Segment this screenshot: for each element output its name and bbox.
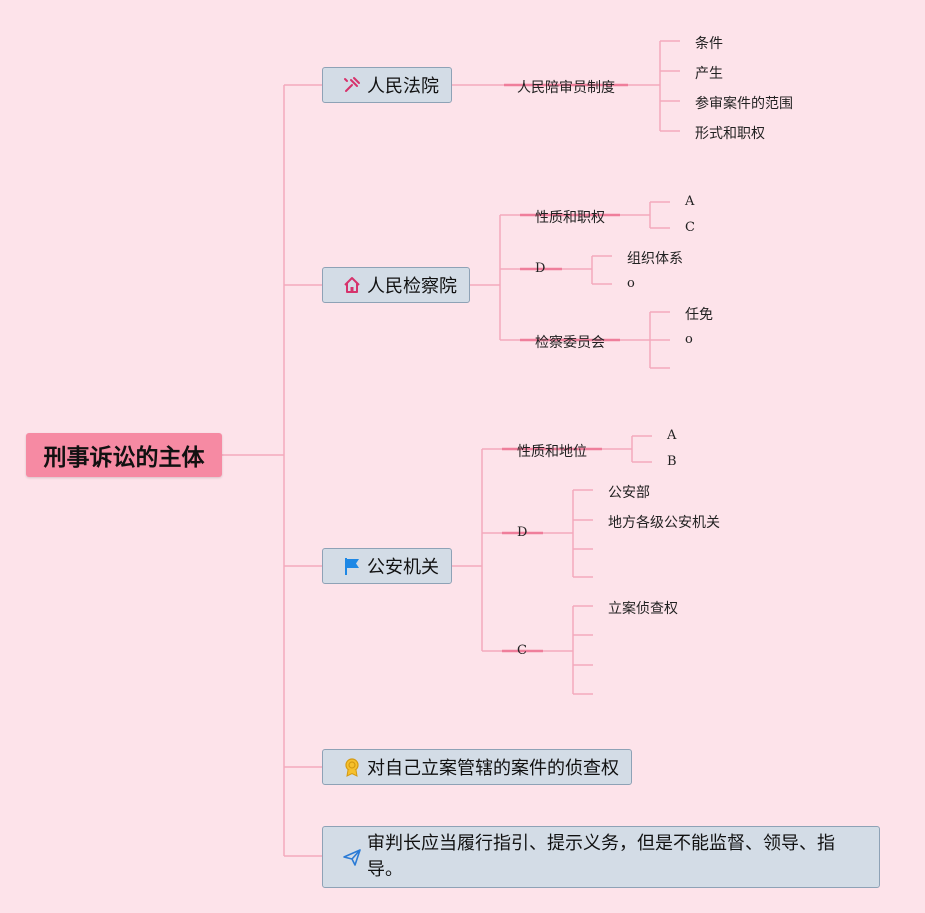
subtopic-police-c[interactable]: C — [517, 643, 527, 658]
leaf-investigation-power[interactable]: 立案侦查权 — [608, 601, 678, 617]
leaf-police-nature-a[interactable]: A — [667, 428, 677, 443]
leaf-form-powers[interactable]: 形式和职权 — [695, 126, 765, 142]
subtopic-proc-committee[interactable]: 检察委员会 — [535, 335, 605, 351]
leaf-appointment[interactable]: 任免 — [685, 307, 713, 323]
leaf-conditions[interactable]: 条件 — [695, 36, 723, 52]
leaf-generation[interactable]: 产生 — [695, 66, 723, 82]
root-topic[interactable]: 刑事诉讼的主体 — [26, 433, 222, 477]
leaf-committee-o[interactable]: o — [685, 332, 693, 347]
note-line-1: 审判长应当履行指引、提示义务，但是不能监督、领导、指 — [367, 833, 835, 854]
leaf-proc-d-o[interactable]: o — [627, 276, 635, 291]
leaf-ministry[interactable]: 公安部 — [608, 485, 650, 501]
subtopic-police-nature[interactable]: 性质和地位 — [517, 444, 587, 460]
topic-procuratorate[interactable]: 人民检察院 — [322, 267, 470, 303]
topic-presiding-judge-note[interactable]: 审判长应当履行指引、提示义务，但是不能监督、领导、指 导。 — [322, 826, 880, 888]
subtopic-police-d[interactable]: D — [517, 525, 528, 540]
topic-police[interactable]: 公安机关 — [322, 548, 452, 584]
note-line-2: 导。 — [367, 859, 403, 880]
leaf-case-scope[interactable]: 参审案件的范围 — [695, 96, 793, 112]
house-icon — [341, 274, 363, 296]
topic-investigation-label: 对自己立案管辖的案件的侦查权 — [367, 758, 619, 779]
leaf-proc-nature-a[interactable]: A — [685, 194, 695, 209]
subtopic-proc-nature[interactable]: 性质和职权 — [535, 210, 605, 226]
leaf-police-nature-b[interactable]: B — [667, 454, 677, 469]
subtopic-proc-d[interactable]: D — [535, 261, 546, 276]
leaf-proc-nature-c[interactable]: C — [685, 220, 695, 235]
topic-police-label: 公安机关 — [367, 557, 439, 578]
leaf-local-police[interactable]: 地方各级公安机关 — [608, 515, 720, 531]
subtopic-juror-system[interactable]: 人民陪审员制度 — [517, 80, 615, 96]
topic-investigation[interactable]: 对自己立案管辖的案件的侦查权 — [322, 749, 632, 785]
topic-court-label: 人民法院 — [367, 76, 439, 97]
flag-icon — [341, 555, 363, 577]
topic-court[interactable]: 人民法院 — [322, 67, 452, 103]
topic-procuratorate-label: 人民检察院 — [367, 276, 457, 297]
leaf-org-system[interactable]: 组织体系 — [627, 251, 683, 267]
judge-gavel-icon — [341, 74, 363, 96]
paper-plane-icon — [341, 846, 363, 868]
award-badge-icon — [341, 756, 363, 778]
